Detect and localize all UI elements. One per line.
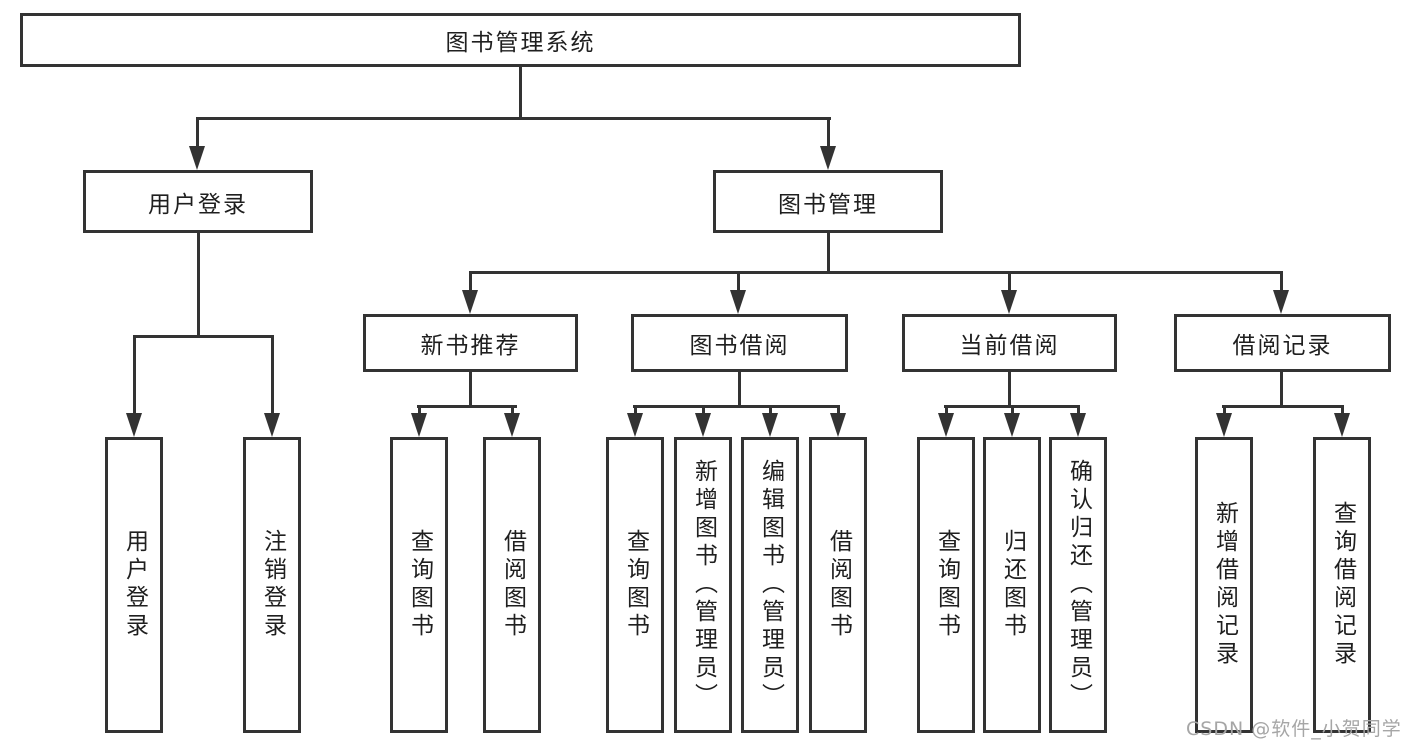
connector-line bbox=[418, 405, 421, 417]
csdn-watermark: CSDN @软件_小贺同学 bbox=[1186, 718, 1402, 740]
connector-new-book-stem bbox=[469, 370, 472, 408]
connector-line bbox=[769, 405, 772, 417]
arrow-down-icon bbox=[830, 413, 846, 437]
leaf-label: 新增借阅记录 bbox=[1211, 501, 1238, 669]
leaf-label: 查询图书 bbox=[622, 529, 649, 641]
node-library-management-system: 图书管理系统 bbox=[20, 13, 1021, 67]
node-current-borrowing: 当前借阅 bbox=[902, 314, 1117, 372]
arrow-down-icon bbox=[695, 413, 711, 437]
node-label: 用户登录 bbox=[148, 191, 248, 218]
arrow-down-icon bbox=[1070, 413, 1086, 437]
node-label: 当前借阅 bbox=[959, 333, 1060, 359]
node-borrowing-records: 借阅记录 bbox=[1174, 314, 1391, 372]
arrow-down-icon bbox=[1004, 413, 1020, 437]
leaf-borrow-books-recommend: 借阅图书 bbox=[483, 437, 541, 733]
connector-line bbox=[1008, 271, 1011, 293]
node-label: 图书借阅 bbox=[689, 333, 790, 359]
connector-line bbox=[1280, 271, 1283, 293]
leaf-return-books: 归还图书 bbox=[983, 437, 1041, 733]
arrow-down-icon bbox=[264, 413, 280, 437]
connector-line bbox=[1077, 405, 1080, 417]
connector-line bbox=[1011, 405, 1014, 417]
arrow-down-icon bbox=[627, 413, 643, 437]
leaf-label: 编辑图书（管理员） bbox=[757, 459, 784, 711]
connector-book-management-branch bbox=[469, 271, 1282, 274]
connector-book-management-stem bbox=[827, 231, 830, 273]
arrow-down-icon bbox=[462, 290, 478, 314]
arrow-down-icon bbox=[1334, 413, 1350, 437]
connector-borrowing-records-branch bbox=[1222, 405, 1344, 408]
arrow-down-icon bbox=[411, 413, 427, 437]
connector-current-borrowing-stem bbox=[1008, 370, 1011, 408]
connector-book-borrowing-branch bbox=[633, 405, 840, 408]
leaf-label: 归还图书 bbox=[999, 529, 1026, 641]
arrow-down-icon bbox=[1001, 290, 1017, 314]
arrow-down-icon bbox=[938, 413, 954, 437]
connector-root-stem bbox=[519, 66, 522, 119]
arrow-down-icon bbox=[189, 146, 205, 170]
leaf-label: 查询借阅记录 bbox=[1329, 501, 1356, 669]
connector-new-book-branch bbox=[417, 405, 517, 408]
arrow-down-icon bbox=[504, 413, 520, 437]
leaf-label: 用户登录 bbox=[121, 529, 148, 641]
node-label: 新书推荐 bbox=[420, 333, 521, 359]
connector-line bbox=[1223, 405, 1226, 417]
leaf-label: 借阅图书 bbox=[499, 529, 526, 641]
leaf-logout: 注销登录 bbox=[243, 437, 301, 733]
leaf-label: 查询图书 bbox=[933, 529, 960, 641]
connector-book-borrowing-stem bbox=[738, 370, 741, 408]
connector-line bbox=[271, 335, 274, 415]
node-book-borrowing: 图书借阅 bbox=[631, 314, 848, 372]
leaf-confirm-return-admin: 确认归还（管理员） bbox=[1049, 437, 1107, 733]
leaf-label: 查询图书 bbox=[406, 529, 433, 641]
connector-user-login-stem bbox=[197, 231, 200, 337]
connector-line bbox=[634, 405, 637, 417]
leaf-add-books-admin: 新增图书（管理员） bbox=[674, 437, 732, 733]
leaf-label: 确认归还（管理员） bbox=[1065, 459, 1092, 711]
connector-line bbox=[837, 405, 840, 417]
leaf-borrow-books: 借阅图书 bbox=[809, 437, 867, 733]
node-label: 借阅记录 bbox=[1232, 333, 1333, 359]
leaf-query-borrow-record: 查询借阅记录 bbox=[1313, 437, 1371, 733]
leaf-user-login: 用户登录 bbox=[105, 437, 163, 733]
arrow-down-icon bbox=[730, 290, 746, 314]
leaf-query-books-recommend: 查询图书 bbox=[390, 437, 448, 733]
leaf-label: 借阅图书 bbox=[825, 529, 852, 641]
connector-line bbox=[827, 117, 830, 150]
leaf-add-borrow-record: 新增借阅记录 bbox=[1195, 437, 1253, 733]
connector-line bbox=[469, 271, 472, 293]
node-label: 图书管理 bbox=[778, 191, 878, 218]
leaf-edit-books-admin: 编辑图书（管理员） bbox=[741, 437, 799, 733]
leaf-label: 新增图书（管理员） bbox=[690, 459, 717, 711]
connector-line bbox=[511, 405, 514, 417]
leaf-label: 注销登录 bbox=[259, 529, 286, 641]
arrow-down-icon bbox=[126, 413, 142, 437]
connector-root-branch bbox=[196, 117, 831, 120]
arrow-down-icon bbox=[1216, 413, 1232, 437]
connector-line bbox=[737, 271, 740, 293]
node-book-management: 图书管理 bbox=[713, 170, 943, 233]
connector-borrowing-records-stem bbox=[1280, 370, 1283, 408]
connector-line bbox=[133, 335, 136, 415]
leaf-query-books-current: 查询图书 bbox=[917, 437, 975, 733]
connector-user-login-branch bbox=[133, 335, 274, 338]
node-label: 图书管理系统 bbox=[445, 30, 596, 56]
connector-line bbox=[945, 405, 948, 417]
arrow-down-icon bbox=[762, 413, 778, 437]
node-user-login: 用户登录 bbox=[83, 170, 313, 233]
connector-line bbox=[196, 117, 199, 150]
arrow-down-icon bbox=[1273, 290, 1289, 314]
connector-line bbox=[1341, 405, 1344, 417]
leaf-query-books-borrow: 查询图书 bbox=[606, 437, 664, 733]
connector-line bbox=[702, 405, 705, 417]
arrow-down-icon bbox=[820, 146, 836, 170]
node-new-book-recommendation: 新书推荐 bbox=[363, 314, 578, 372]
